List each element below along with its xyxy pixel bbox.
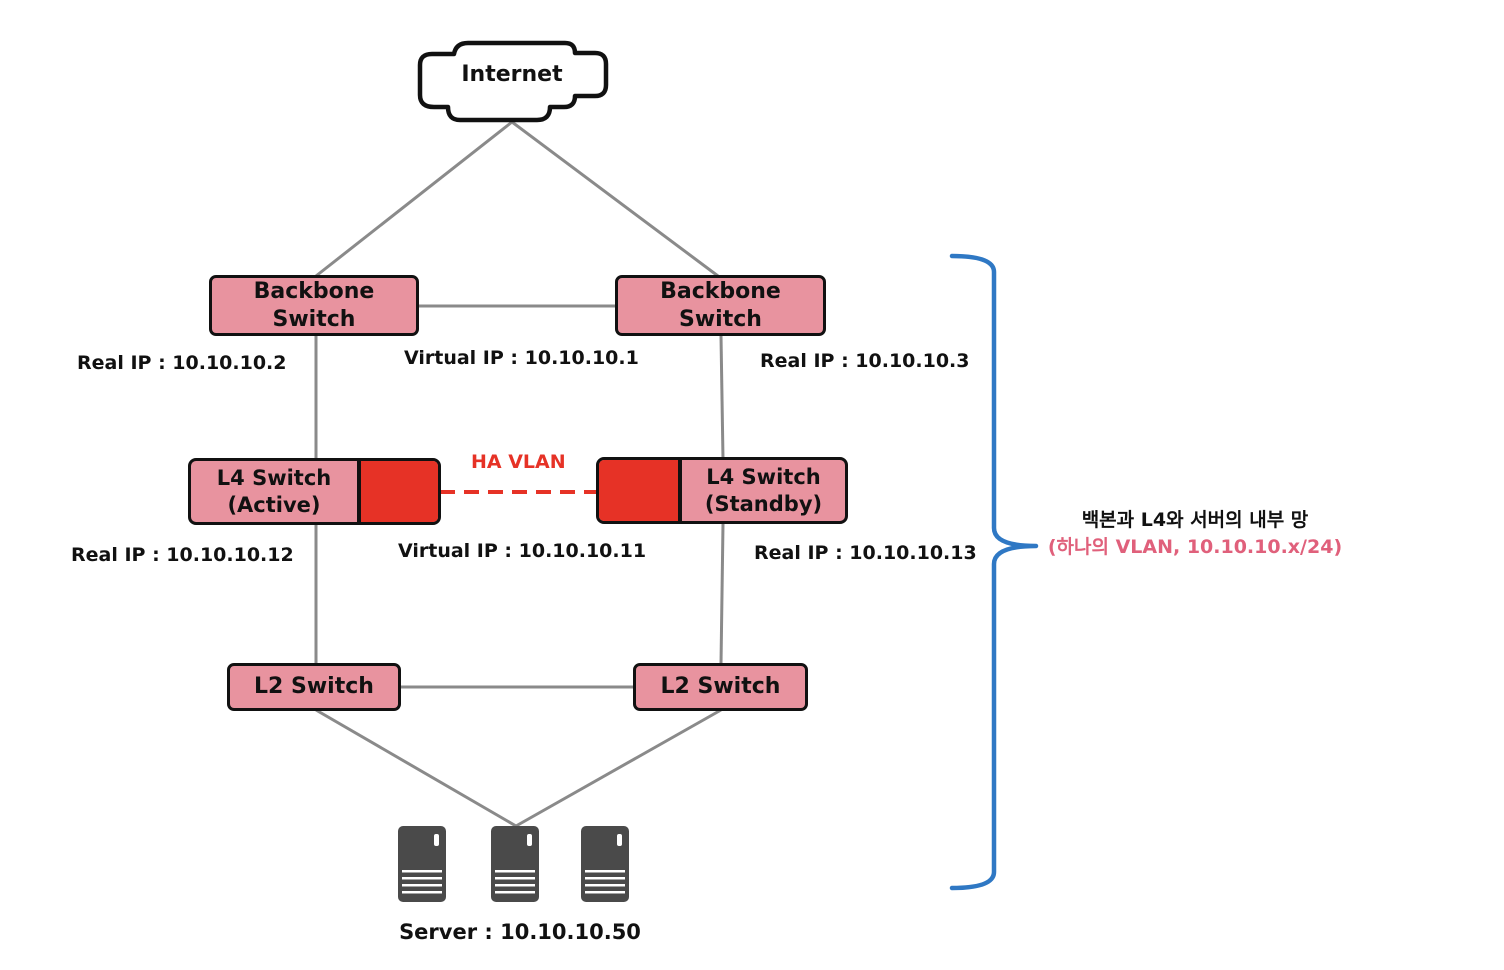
server-label: Server : 10.10.10.50 bbox=[399, 920, 641, 944]
ha-vlan-label: HA VLAN bbox=[471, 451, 566, 473]
link-internet-backbone-right bbox=[511, 120, 719, 278]
backbone-switch-right-label: Backbone Switch bbox=[660, 278, 781, 332]
l4-switch-standby-divider bbox=[678, 460, 682, 521]
server-icon-3 bbox=[581, 826, 629, 902]
l2-switch-right-label: L2 Switch bbox=[660, 674, 781, 699]
l4-switch-active: L4 Switch (Active) bbox=[188, 458, 441, 525]
l4-switch-active-port bbox=[361, 461, 438, 522]
l2-switch-left-label: L2 Switch bbox=[254, 674, 374, 699]
link-l4-standby-l2-right bbox=[719, 523, 725, 665]
network-scope-title: 백본과 L4와 서버의 내부 망 bbox=[1081, 509, 1309, 531]
l4-switch-active-divider bbox=[357, 461, 361, 522]
backbone-switch-left: Backbone Switch bbox=[209, 275, 419, 336]
l4-active-real-ip: Real IP : 10.10.10.12 bbox=[71, 544, 294, 566]
l4-switch-standby-port bbox=[599, 460, 678, 521]
network-scope-label: 백본과 L4와 서버의 내부 망 (하나의 VLAN, 10.10.10.x/2… bbox=[1040, 506, 1350, 560]
l2-switch-right: L2 Switch bbox=[633, 663, 808, 711]
link-l2-right-server bbox=[515, 708, 722, 828]
server-icon-1 bbox=[398, 826, 446, 902]
backbone-left-real-ip: Real IP : 10.10.10.2 bbox=[77, 352, 287, 374]
l4-standby-real-ip: Real IP : 10.10.10.13 bbox=[754, 542, 977, 564]
backbone-switch-left-label: Backbone Switch bbox=[253, 278, 375, 332]
network-scope-subtitle: (하나의 VLAN, 10.10.10.x/24) bbox=[1047, 536, 1343, 558]
internet-cloud-icon bbox=[417, 40, 609, 123]
link-backbone-right-l4-standby bbox=[719, 335, 725, 460]
l4-switch-standby-label: L4 Switch (Standby) bbox=[704, 464, 823, 516]
backbone-right-real-ip: Real IP : 10.10.10.3 bbox=[760, 350, 970, 372]
l4-virtual-ip: Virtual IP : 10.10.10.11 bbox=[398, 540, 647, 562]
l4-switch-standby: L4 Switch (Standby) bbox=[596, 457, 848, 524]
link-l2-left-server bbox=[315, 708, 517, 828]
l2-switch-left: L2 Switch bbox=[227, 663, 401, 711]
backbone-switch-right: Backbone Switch bbox=[615, 275, 826, 336]
brace-icon bbox=[949, 253, 1039, 891]
server-icon-2 bbox=[491, 826, 539, 902]
internet-label: Internet bbox=[461, 62, 563, 87]
link-internet-backbone-left bbox=[315, 120, 513, 278]
l4-switch-active-label: L4 Switch (Active) bbox=[216, 465, 332, 517]
backbone-virtual-ip: Virtual IP : 10.10.10.1 bbox=[404, 347, 639, 369]
